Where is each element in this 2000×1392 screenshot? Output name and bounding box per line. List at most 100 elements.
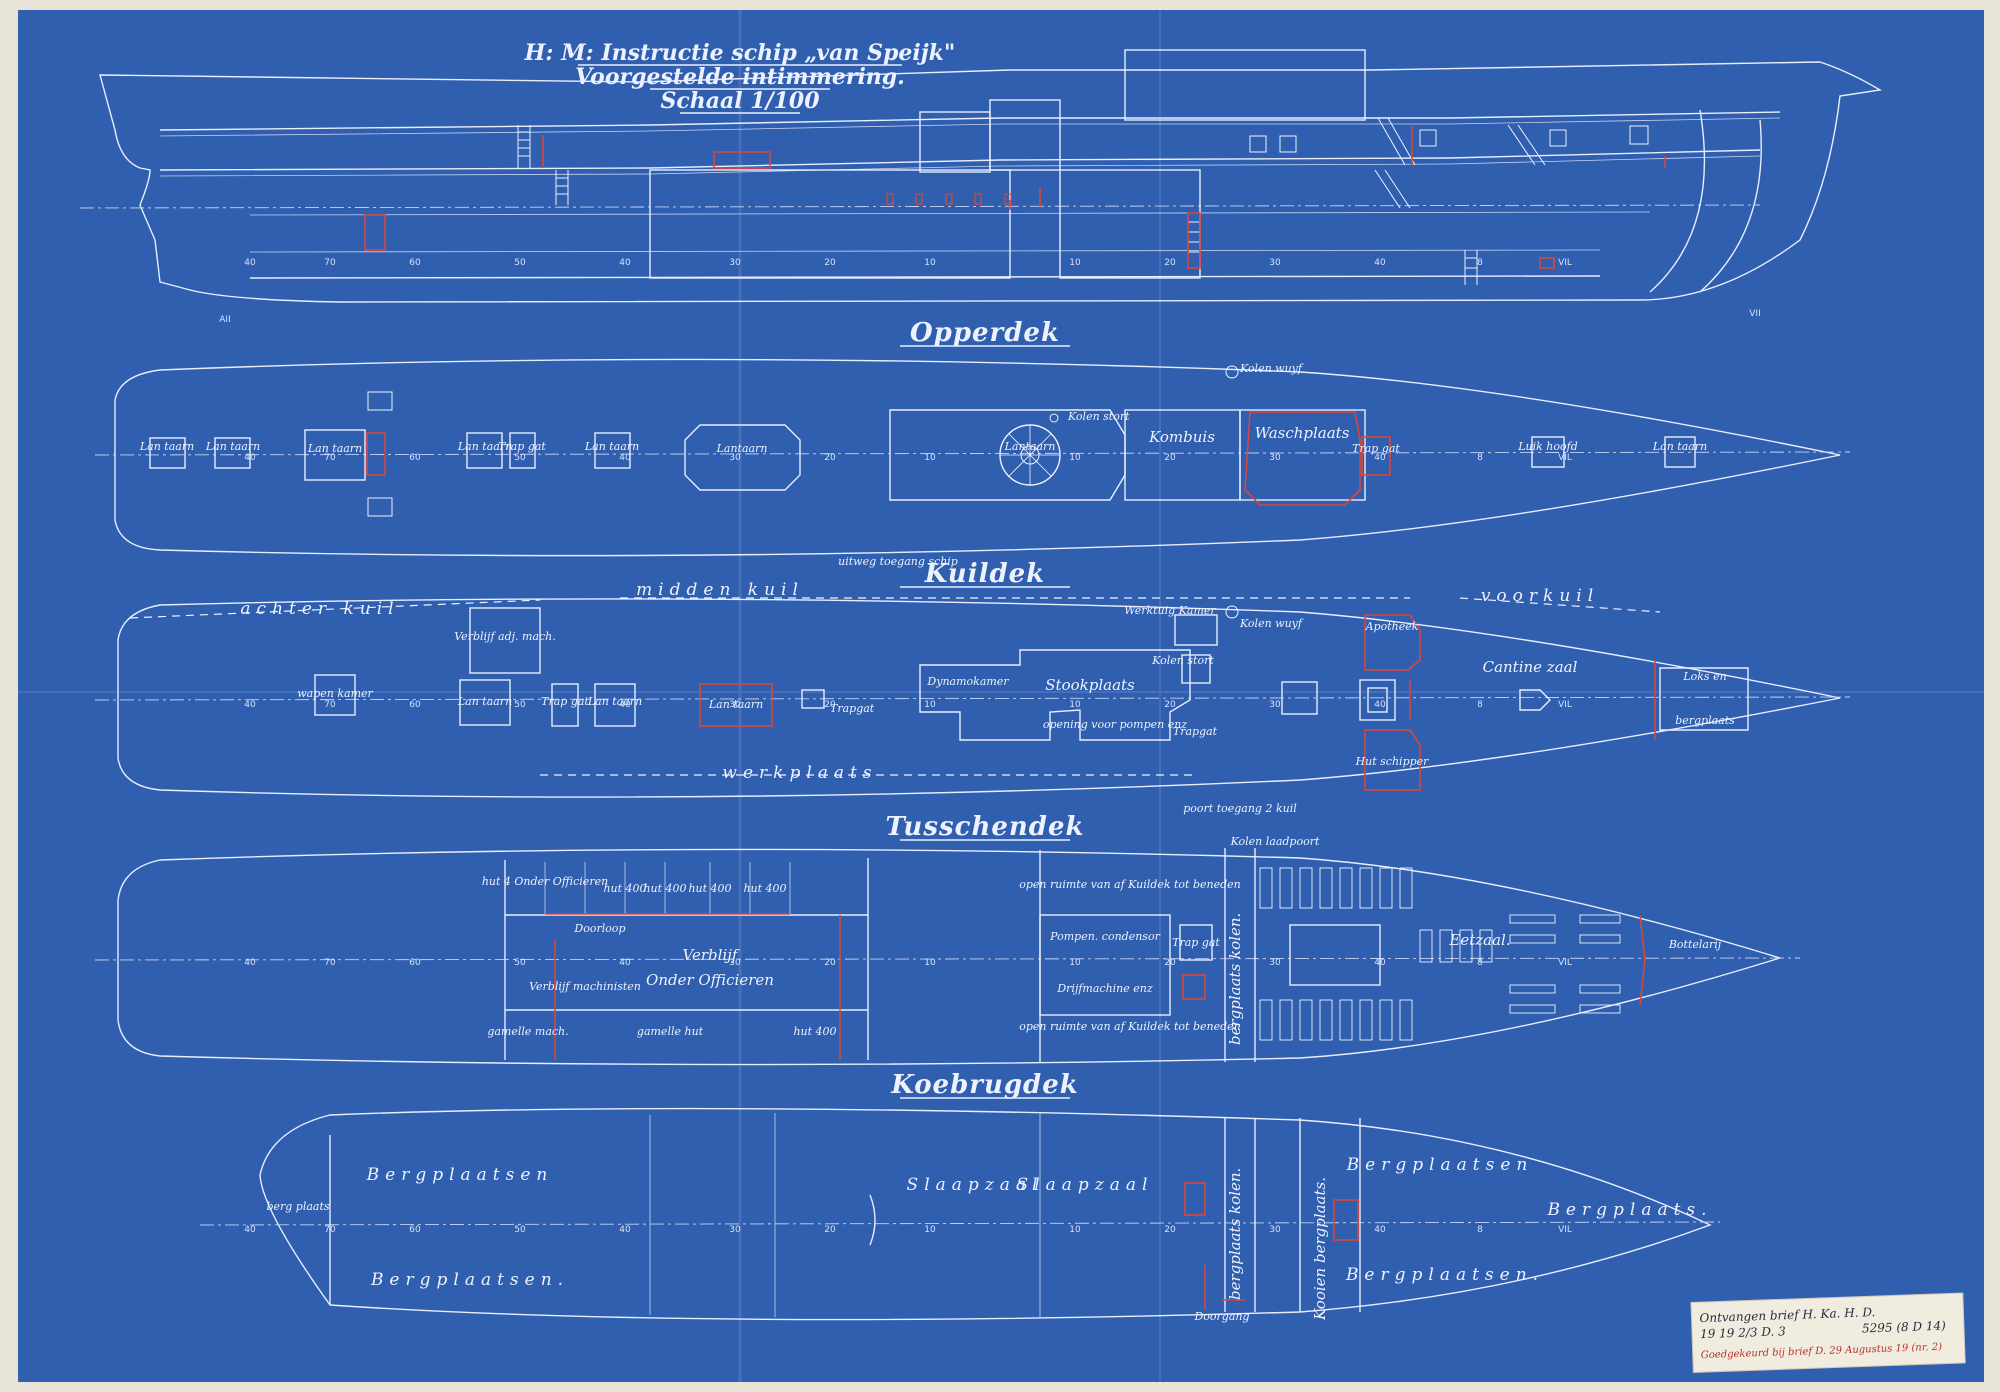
hull-outline	[99, 61, 1883, 303]
frame-number-label: 20	[1164, 453, 1176, 463]
room-label: Trap gat	[541, 695, 589, 708]
frame-number-label: 20	[1164, 1225, 1176, 1235]
frame-number-label: 40	[619, 700, 631, 710]
frame-number-label: 20	[1164, 258, 1176, 268]
frame-number-label: 40	[1374, 258, 1386, 268]
frame-number-label: VIL	[1558, 453, 1572, 463]
room-label: Trap gat	[1172, 936, 1220, 949]
frame-number-label: 8	[1477, 258, 1483, 268]
frame-number-label: 10	[1069, 453, 1081, 463]
hull-outline	[259, 1107, 1712, 1321]
frame-number-label: 20	[1164, 700, 1176, 710]
room-label: Kooien bergplaats.	[1311, 1177, 1329, 1321]
room-label: Slaapzaal	[1017, 1175, 1154, 1195]
archive-label-line-1: Ontvangen brief H. Ka. H. D.	[1699, 1305, 1875, 1325]
room-label: Trap gat	[498, 440, 546, 453]
room-label: hut 400	[643, 882, 686, 895]
room-label: Trap gat	[1352, 442, 1400, 455]
title-block: H: M: Instructie schip „van Speijk" Voor…	[524, 40, 956, 114]
room-label: Verblijf adj. mach.	[454, 630, 556, 643]
room-label: Bergplaatsen.	[1345, 1265, 1544, 1285]
archive-label-line-3: 5295 (8 D 14)	[1862, 1319, 1947, 1336]
frame-number-label: 40	[244, 958, 256, 968]
frame-number-label: 40	[619, 258, 631, 268]
frame-number-label: 40	[619, 453, 631, 463]
side-elevation: AII VII	[79, 49, 1883, 325]
frame-number-label: 30	[1269, 258, 1281, 268]
hull-outline	[117, 598, 1841, 798]
room-label: Doorgang	[1193, 1310, 1249, 1323]
frame-number-label: 30	[729, 1225, 741, 1235]
frame-number-label: VIL	[1558, 258, 1572, 268]
frame-number-label: 40	[1374, 700, 1386, 710]
room-label: wapen kamer	[297, 687, 373, 700]
room-label: Trapgat	[1173, 725, 1218, 738]
room-label: open ruimte van af Kuildek tot beneden	[1019, 1020, 1241, 1033]
deck-plan-koebrugdek: Koebrugdek berg plaats Doorgang Bergplaa…	[199, 1070, 1721, 1323]
room-label: Lan taarn	[139, 440, 194, 453]
frame-number-label: 30	[729, 700, 741, 710]
frame-number-label: 10	[1069, 958, 1081, 968]
frame-number-label: 20	[824, 1225, 836, 1235]
room-label: Kolen laadpoort	[1230, 835, 1320, 848]
frame-number-label: 8	[1477, 1225, 1483, 1235]
deck-title-koebrugdek: Koebrugdek	[890, 1070, 1079, 1100]
blueprint-field	[18, 10, 1984, 1382]
frame-label-fwd: VII	[1749, 309, 1760, 319]
hull-outline	[114, 358, 1841, 557]
room-label: bergplaats kolen.	[1226, 1168, 1244, 1300]
room-label: Kolen stort	[1067, 410, 1130, 423]
room-label: Doorloop	[573, 922, 625, 935]
room-label: Bergplaats.	[1546, 1200, 1712, 1220]
room-label: Lan taarn	[587, 695, 642, 708]
frame-number-label: 70	[324, 1225, 336, 1235]
room-label: Pompen. condensor	[1049, 930, 1160, 943]
deckhouse	[1124, 49, 1366, 121]
frame-number-label: 70	[324, 258, 336, 268]
deck-plan-tusschendek: Tusschendek hut 4 Onder Officieren hut 4…	[94, 812, 1801, 1066]
room-label: Lan taarn	[584, 440, 639, 453]
frame-number-label: 30	[1269, 700, 1281, 710]
frame-number-label: 40	[244, 258, 256, 268]
room-label: Verblijf	[683, 946, 740, 964]
room-label: Lantaarn	[716, 442, 768, 455]
frame-number-label: 10	[1069, 700, 1081, 710]
frame-number-label: 30	[729, 453, 741, 463]
room-label: Waschplaats	[1255, 424, 1350, 442]
deck-title-tusschendek: Tusschendek	[885, 812, 1084, 842]
frame-number-label: 50	[514, 453, 526, 463]
frame-number-label: 10	[924, 958, 936, 968]
room-label: Loks en	[1682, 670, 1726, 683]
frame-number-label: 40	[244, 1225, 256, 1235]
room-label: Kolen wuyf	[1239, 362, 1304, 375]
hull-outline	[117, 848, 1783, 1066]
room-label: Onder Officieren	[646, 971, 774, 989]
frame-number-label: 10	[924, 700, 936, 710]
room-label: bergplaats kolen.	[1226, 913, 1244, 1045]
room-label: Apotheek	[1365, 620, 1419, 633]
frame-number-label: 10	[924, 258, 936, 268]
room-label: opening voor pompen enz	[1043, 718, 1187, 731]
frame-number-label: 60	[409, 453, 421, 463]
frame-number-label: 60	[409, 700, 421, 710]
room-label: Luik hoofd	[1517, 440, 1578, 453]
region-label: voorkuil	[1481, 586, 1599, 606]
frame-number-label: 50	[514, 258, 526, 268]
room-label: Kolen wuyf	[1239, 617, 1304, 630]
room-label: Lan taarn	[1652, 440, 1707, 453]
room-label: Bergplaatsen.	[370, 1270, 569, 1290]
frame-number-label: 40	[244, 453, 256, 463]
room-label: Lan taarn	[307, 442, 362, 455]
frame-number-label: 70	[324, 700, 336, 710]
room-label: Verblijf machinisten	[529, 980, 641, 993]
title-line-2: Voorgestelde intimmering.	[575, 64, 905, 90]
room-label: hut 400	[743, 882, 786, 895]
frame-number-label: 40	[619, 1225, 631, 1235]
frame-number-label: 8	[1477, 958, 1483, 968]
room-label: hut 400	[793, 1025, 836, 1038]
main-deck-line	[159, 149, 1761, 171]
archive-label: Ontvangen brief H. Ka. H. D. 19 19 2/3 D…	[1690, 1292, 1966, 1373]
room-label: Hut schipper	[1355, 755, 1430, 768]
room-label: berg plaats	[266, 1200, 329, 1213]
